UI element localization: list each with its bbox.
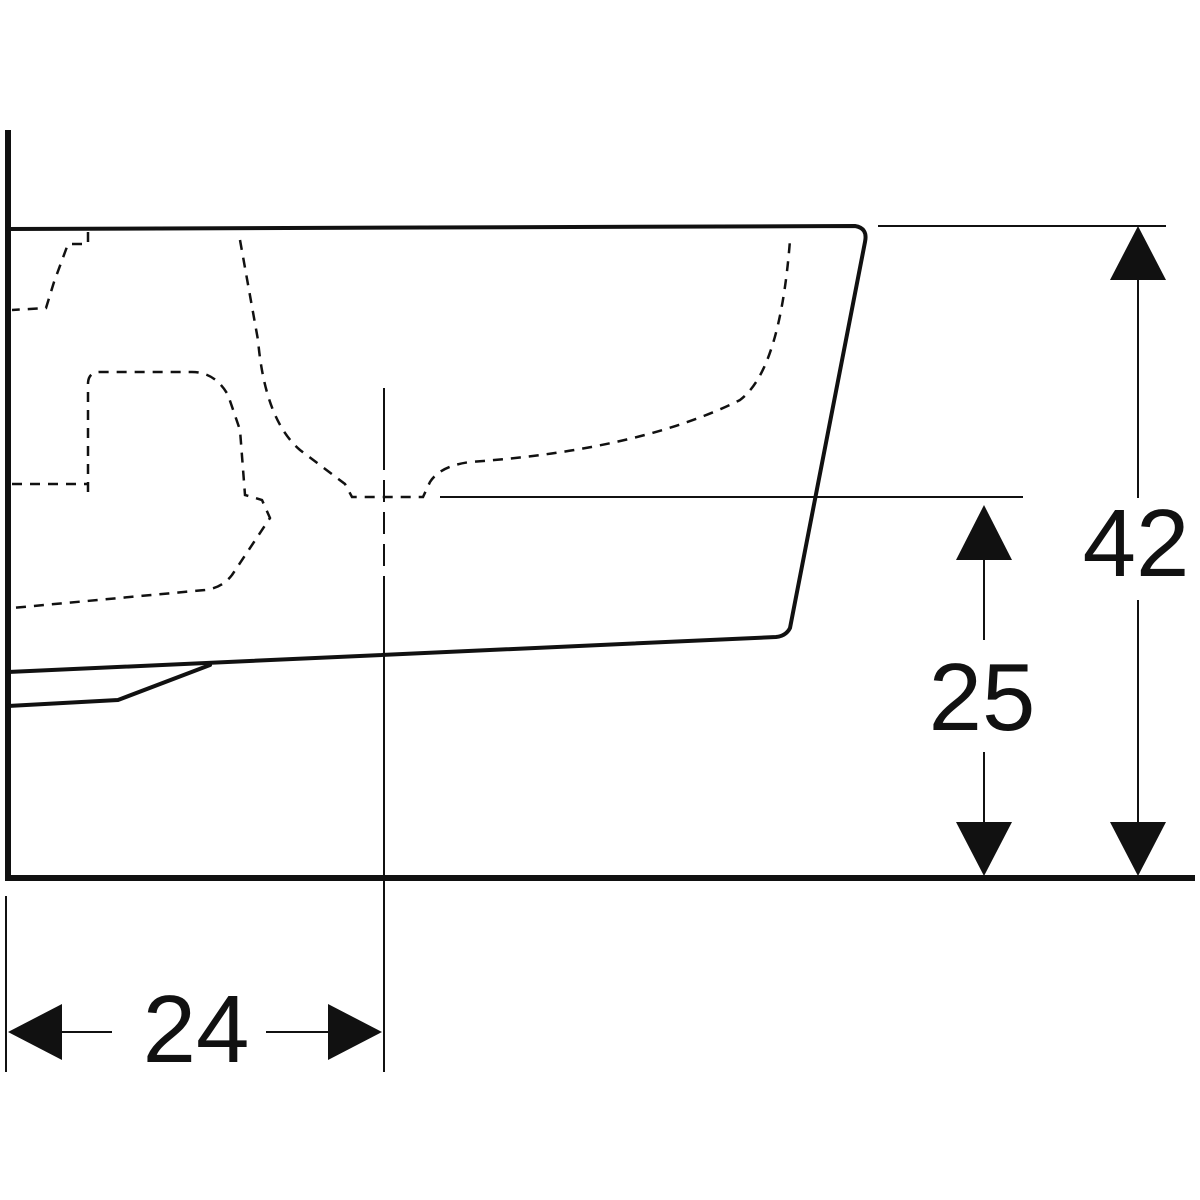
bidet-outline (6, 224, 868, 674)
hidden-side-chamber (11, 370, 272, 610)
arrow-25-bottom (956, 822, 1012, 876)
hidden-bowl-contour (238, 239, 792, 499)
dimension-label-25: 25 (929, 644, 1036, 751)
arrow-25-top (956, 505, 1012, 560)
arrow-24-left (8, 1004, 62, 1060)
bidet-base (6, 663, 212, 708)
hidden-inlet-channel (11, 232, 90, 312)
dimension-label-42: 42 (1083, 490, 1190, 597)
arrow-42-top (1110, 226, 1166, 280)
arrow-42-bottom (1110, 822, 1166, 876)
dimension-label-24: 24 (143, 976, 250, 1083)
arrow-24-right (328, 1004, 382, 1060)
